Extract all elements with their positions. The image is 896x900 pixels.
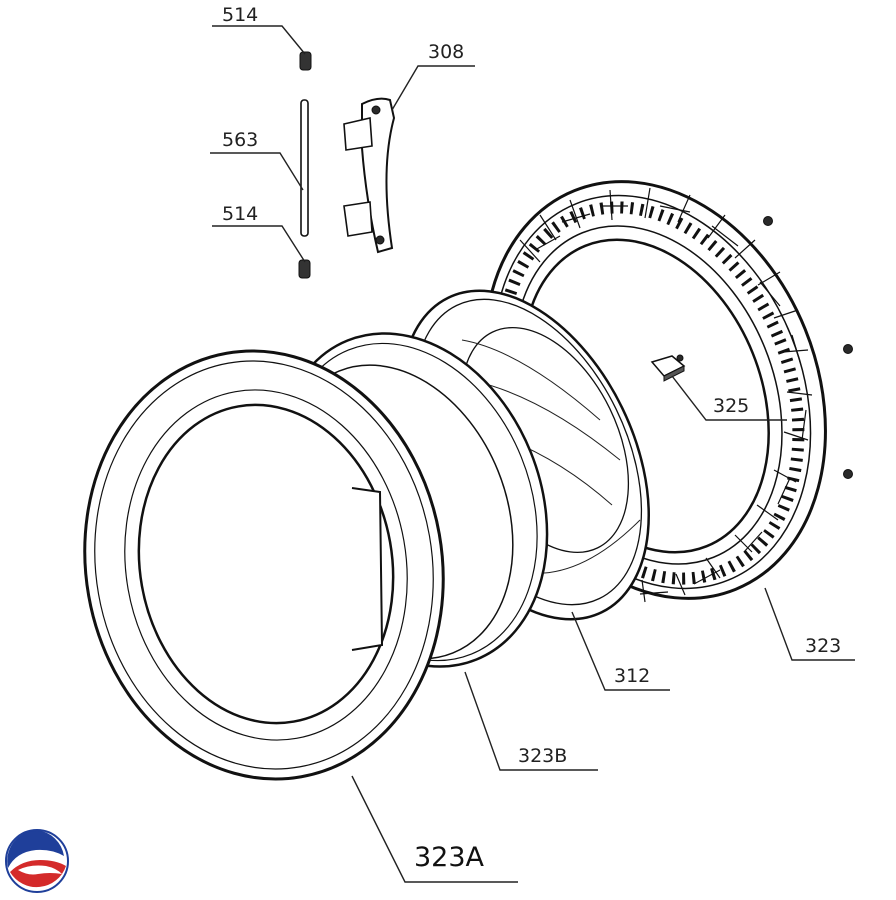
screw-icon (763, 216, 853, 479)
part-514-bushing-top (299, 51, 312, 71)
label-323: 323 (805, 635, 841, 657)
part-514-bushing-bottom (298, 259, 311, 279)
label-308: 308 (428, 41, 464, 63)
label-323B: 323B (518, 745, 567, 767)
label-514-bottom: 514 (222, 203, 258, 225)
part-563-pin (300, 99, 309, 237)
label-312: 312 (614, 665, 650, 687)
part-325-bracket (650, 354, 686, 382)
part-308-hinge (343, 97, 396, 254)
label-563: 563 (222, 129, 258, 151)
label-323A: 323A (414, 842, 485, 873)
brand-logo-icon (5, 829, 69, 893)
label-325: 325 (713, 395, 749, 417)
part-323A-front-ring (83, 349, 445, 781)
label-514-top: 514 (222, 4, 258, 26)
leader-lines (210, 25, 855, 883)
